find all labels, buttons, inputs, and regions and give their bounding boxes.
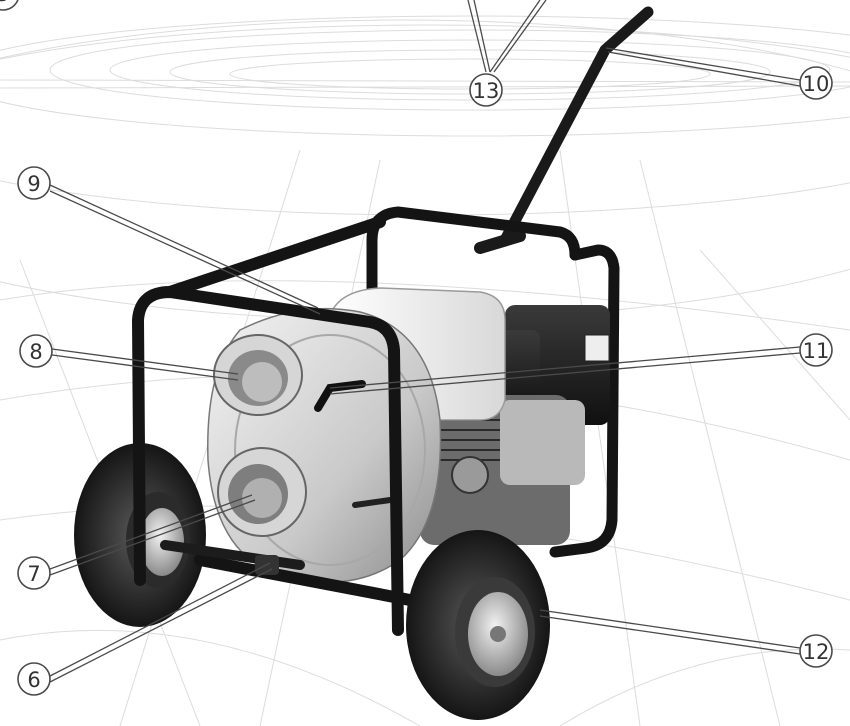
engine bbox=[420, 305, 610, 545]
callout-label: 8 bbox=[29, 340, 42, 364]
callout-5: 5 bbox=[0, 0, 19, 11]
callout-13: 13 bbox=[469, 73, 503, 107]
handle bbox=[474, 6, 654, 254]
callout-label: 12 bbox=[803, 640, 830, 664]
callout-8: 8 bbox=[19, 334, 53, 368]
callout-6: 6 bbox=[17, 662, 51, 696]
pump-body bbox=[207, 307, 442, 583]
callout-label: 5 bbox=[0, 0, 10, 6]
front-wheel bbox=[406, 530, 550, 720]
callout-label: 6 bbox=[27, 668, 40, 692]
callout-label: 7 bbox=[27, 562, 40, 586]
leader-lines bbox=[49, 0, 801, 683]
frame-front bbox=[132, 216, 416, 636]
callout-11: 11 bbox=[799, 333, 833, 367]
callout-label: 13 bbox=[473, 79, 500, 103]
callout-label: 10 bbox=[803, 72, 830, 96]
callout-9: 9 bbox=[17, 166, 51, 200]
callout-10: 10 bbox=[799, 66, 833, 100]
callout-7: 7 bbox=[17, 556, 51, 590]
callout-label: 11 bbox=[803, 339, 830, 363]
callout-label: 9 bbox=[27, 172, 40, 196]
callout-12: 12 bbox=[799, 634, 833, 668]
